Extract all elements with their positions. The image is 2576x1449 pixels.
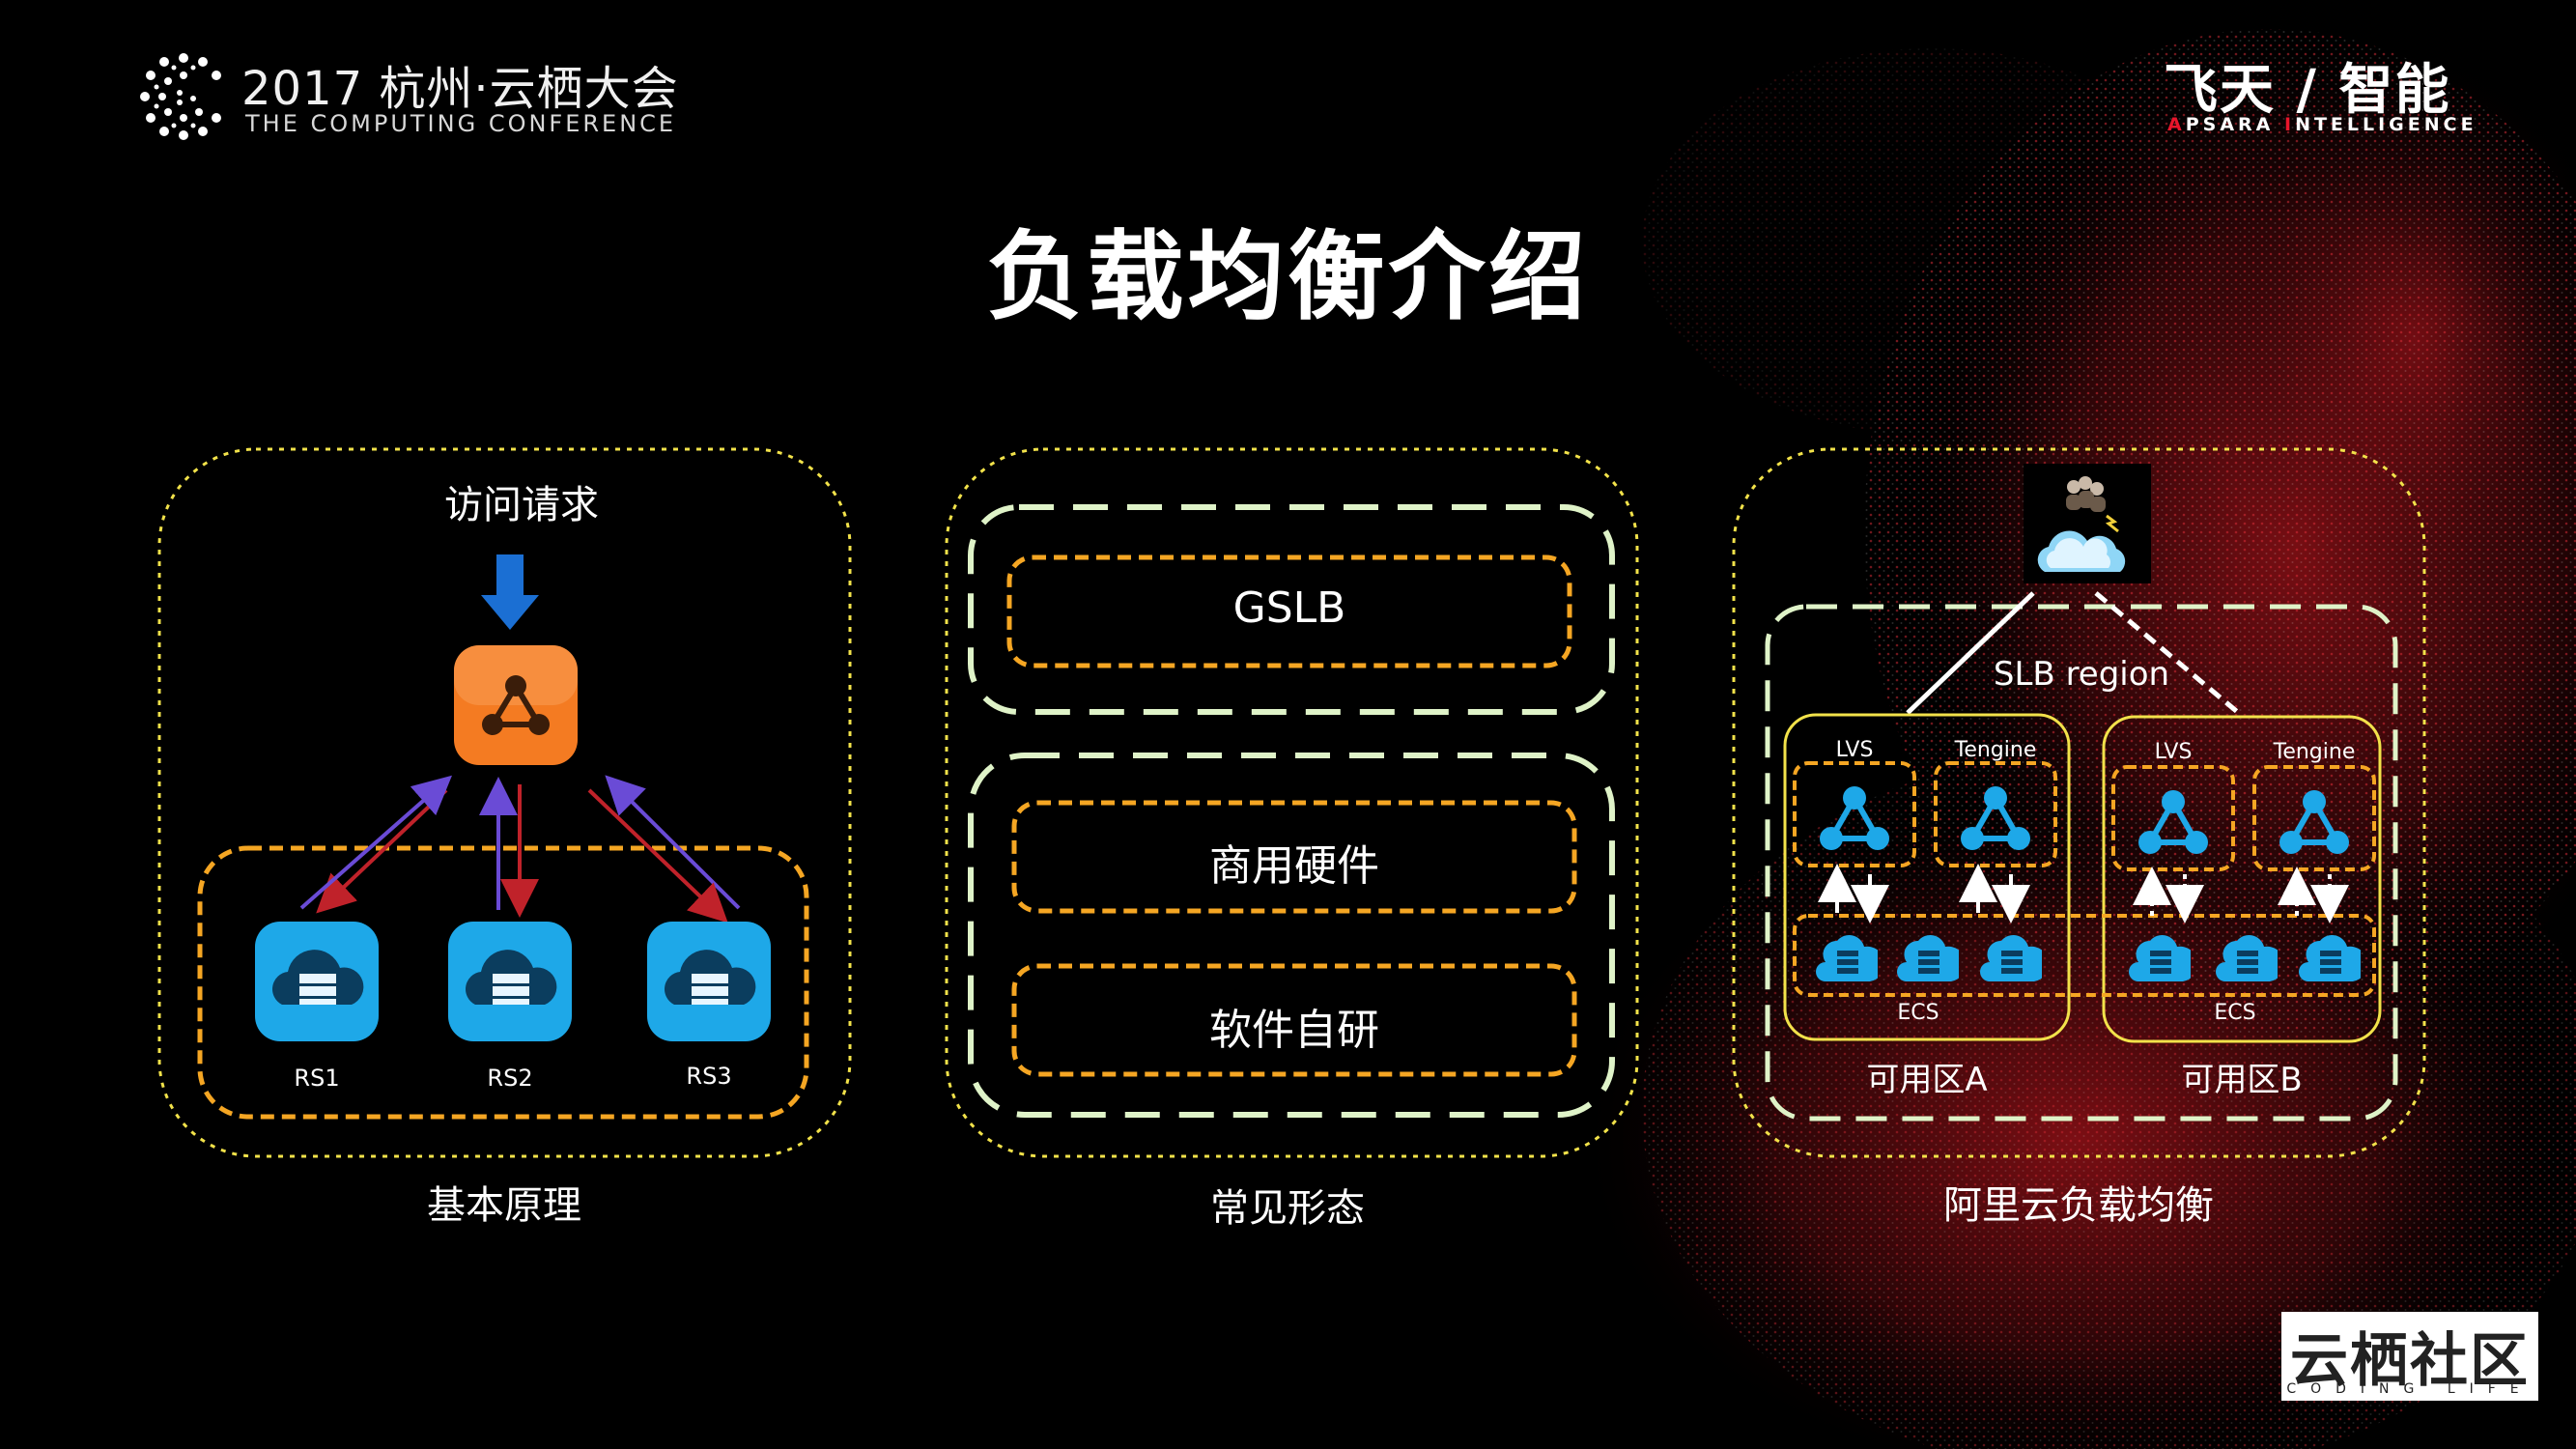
conference-subtitle: THE COMPUTING CONFERENCE bbox=[245, 110, 677, 137]
caption-forms: 常见形态 bbox=[1210, 1186, 1365, 1231]
zone-b-label: 可用区B bbox=[2181, 1061, 2303, 1099]
brand-logo-cn: 飞天 / 智能 bbox=[2164, 59, 2451, 122]
tengine-a-label: Tengine bbox=[1954, 738, 2037, 762]
community-logo bbox=[2281, 1312, 2538, 1401]
lvs-b-box bbox=[2111, 765, 2235, 871]
tengine-b-label: Tengine bbox=[2273, 740, 2356, 764]
brand-logo-en: APSARA INTELLIGENCE bbox=[2167, 114, 2477, 135]
panel-basic-frame bbox=[157, 447, 852, 1158]
lvs-node-icon bbox=[2138, 790, 2208, 854]
load-balancer-icon bbox=[454, 645, 578, 765]
server-group-frame bbox=[197, 845, 809, 1120]
gslb-outer-frame bbox=[968, 504, 1615, 715]
gslb-box bbox=[1006, 554, 1572, 668]
caption-basic: 基本原理 bbox=[427, 1183, 581, 1228]
panel-forms-frame bbox=[945, 447, 1639, 1158]
community-logo-en: CODING LIFE bbox=[2286, 1381, 2534, 1397]
ecs-b-label: ECS bbox=[2214, 1001, 2256, 1025]
server-label-rs3: RS3 bbox=[686, 1063, 732, 1090]
request-label: 访问请求 bbox=[444, 483, 599, 527]
ecs-band bbox=[1793, 914, 2376, 997]
arrow-rs1-lb bbox=[299, 775, 453, 910]
ecs-a-label: ECS bbox=[1897, 1001, 1939, 1025]
tengine-node-icon bbox=[2279, 790, 2349, 854]
software-box bbox=[1011, 963, 1577, 1077]
hardware-box bbox=[1011, 800, 1577, 914]
gslb-label: GSLB bbox=[1232, 583, 1346, 633]
conference-logo-icon bbox=[140, 53, 221, 140]
lb-outer-frame bbox=[968, 753, 1615, 1118]
zone-a-frame bbox=[1783, 713, 2071, 1041]
server-cloud-icon bbox=[255, 922, 379, 1041]
panel-aliyun-frame bbox=[1732, 447, 2426, 1158]
community-logo-cn: 云栖社区 bbox=[2290, 1327, 2530, 1395]
slb-region-label: SLB region bbox=[1993, 655, 2170, 694]
ecs-server-icon bbox=[1897, 935, 1959, 981]
link-cloud-zone-a bbox=[1906, 591, 2035, 715]
lvs-a-label: LVS bbox=[1835, 738, 1874, 762]
arrow-rs3-lb bbox=[605, 775, 741, 910]
ecs-server-icon bbox=[2129, 935, 2191, 981]
tengine-node-icon bbox=[1961, 786, 2030, 850]
internet-users-cloud-icon bbox=[2024, 464, 2151, 583]
arrow-lb-rs3 bbox=[587, 788, 728, 923]
lvs-node-icon bbox=[1820, 786, 1889, 850]
server-label-rs2: RS2 bbox=[487, 1065, 533, 1092]
hardware-label: 商用硬件 bbox=[1209, 841, 1379, 891]
caption-aliyun: 阿里云负载均衡 bbox=[1943, 1183, 2214, 1228]
conference-title: 2017 杭州·云栖大会 bbox=[241, 62, 679, 116]
server-cloud-icon bbox=[448, 922, 572, 1041]
request-arrow-icon bbox=[481, 554, 539, 630]
ecs-server-icon bbox=[1816, 935, 1878, 981]
zone-a-label: 可用区A bbox=[1866, 1061, 1988, 1099]
server-label-rs1: RS1 bbox=[294, 1065, 340, 1092]
page-title: 负载均衡介绍 bbox=[986, 220, 1590, 333]
zone-b-frame bbox=[2102, 715, 2382, 1043]
ecs-server-icon bbox=[2299, 935, 2361, 981]
lvs-b-label: LVS bbox=[2154, 740, 2193, 764]
link-cloud-zone-b bbox=[2094, 591, 2243, 717]
ecs-server-icon bbox=[2216, 935, 2278, 981]
software-label: 软件自研 bbox=[1209, 1006, 1379, 1055]
ecs-server-icon bbox=[1980, 935, 2042, 981]
server-cloud-icon bbox=[647, 922, 771, 1041]
